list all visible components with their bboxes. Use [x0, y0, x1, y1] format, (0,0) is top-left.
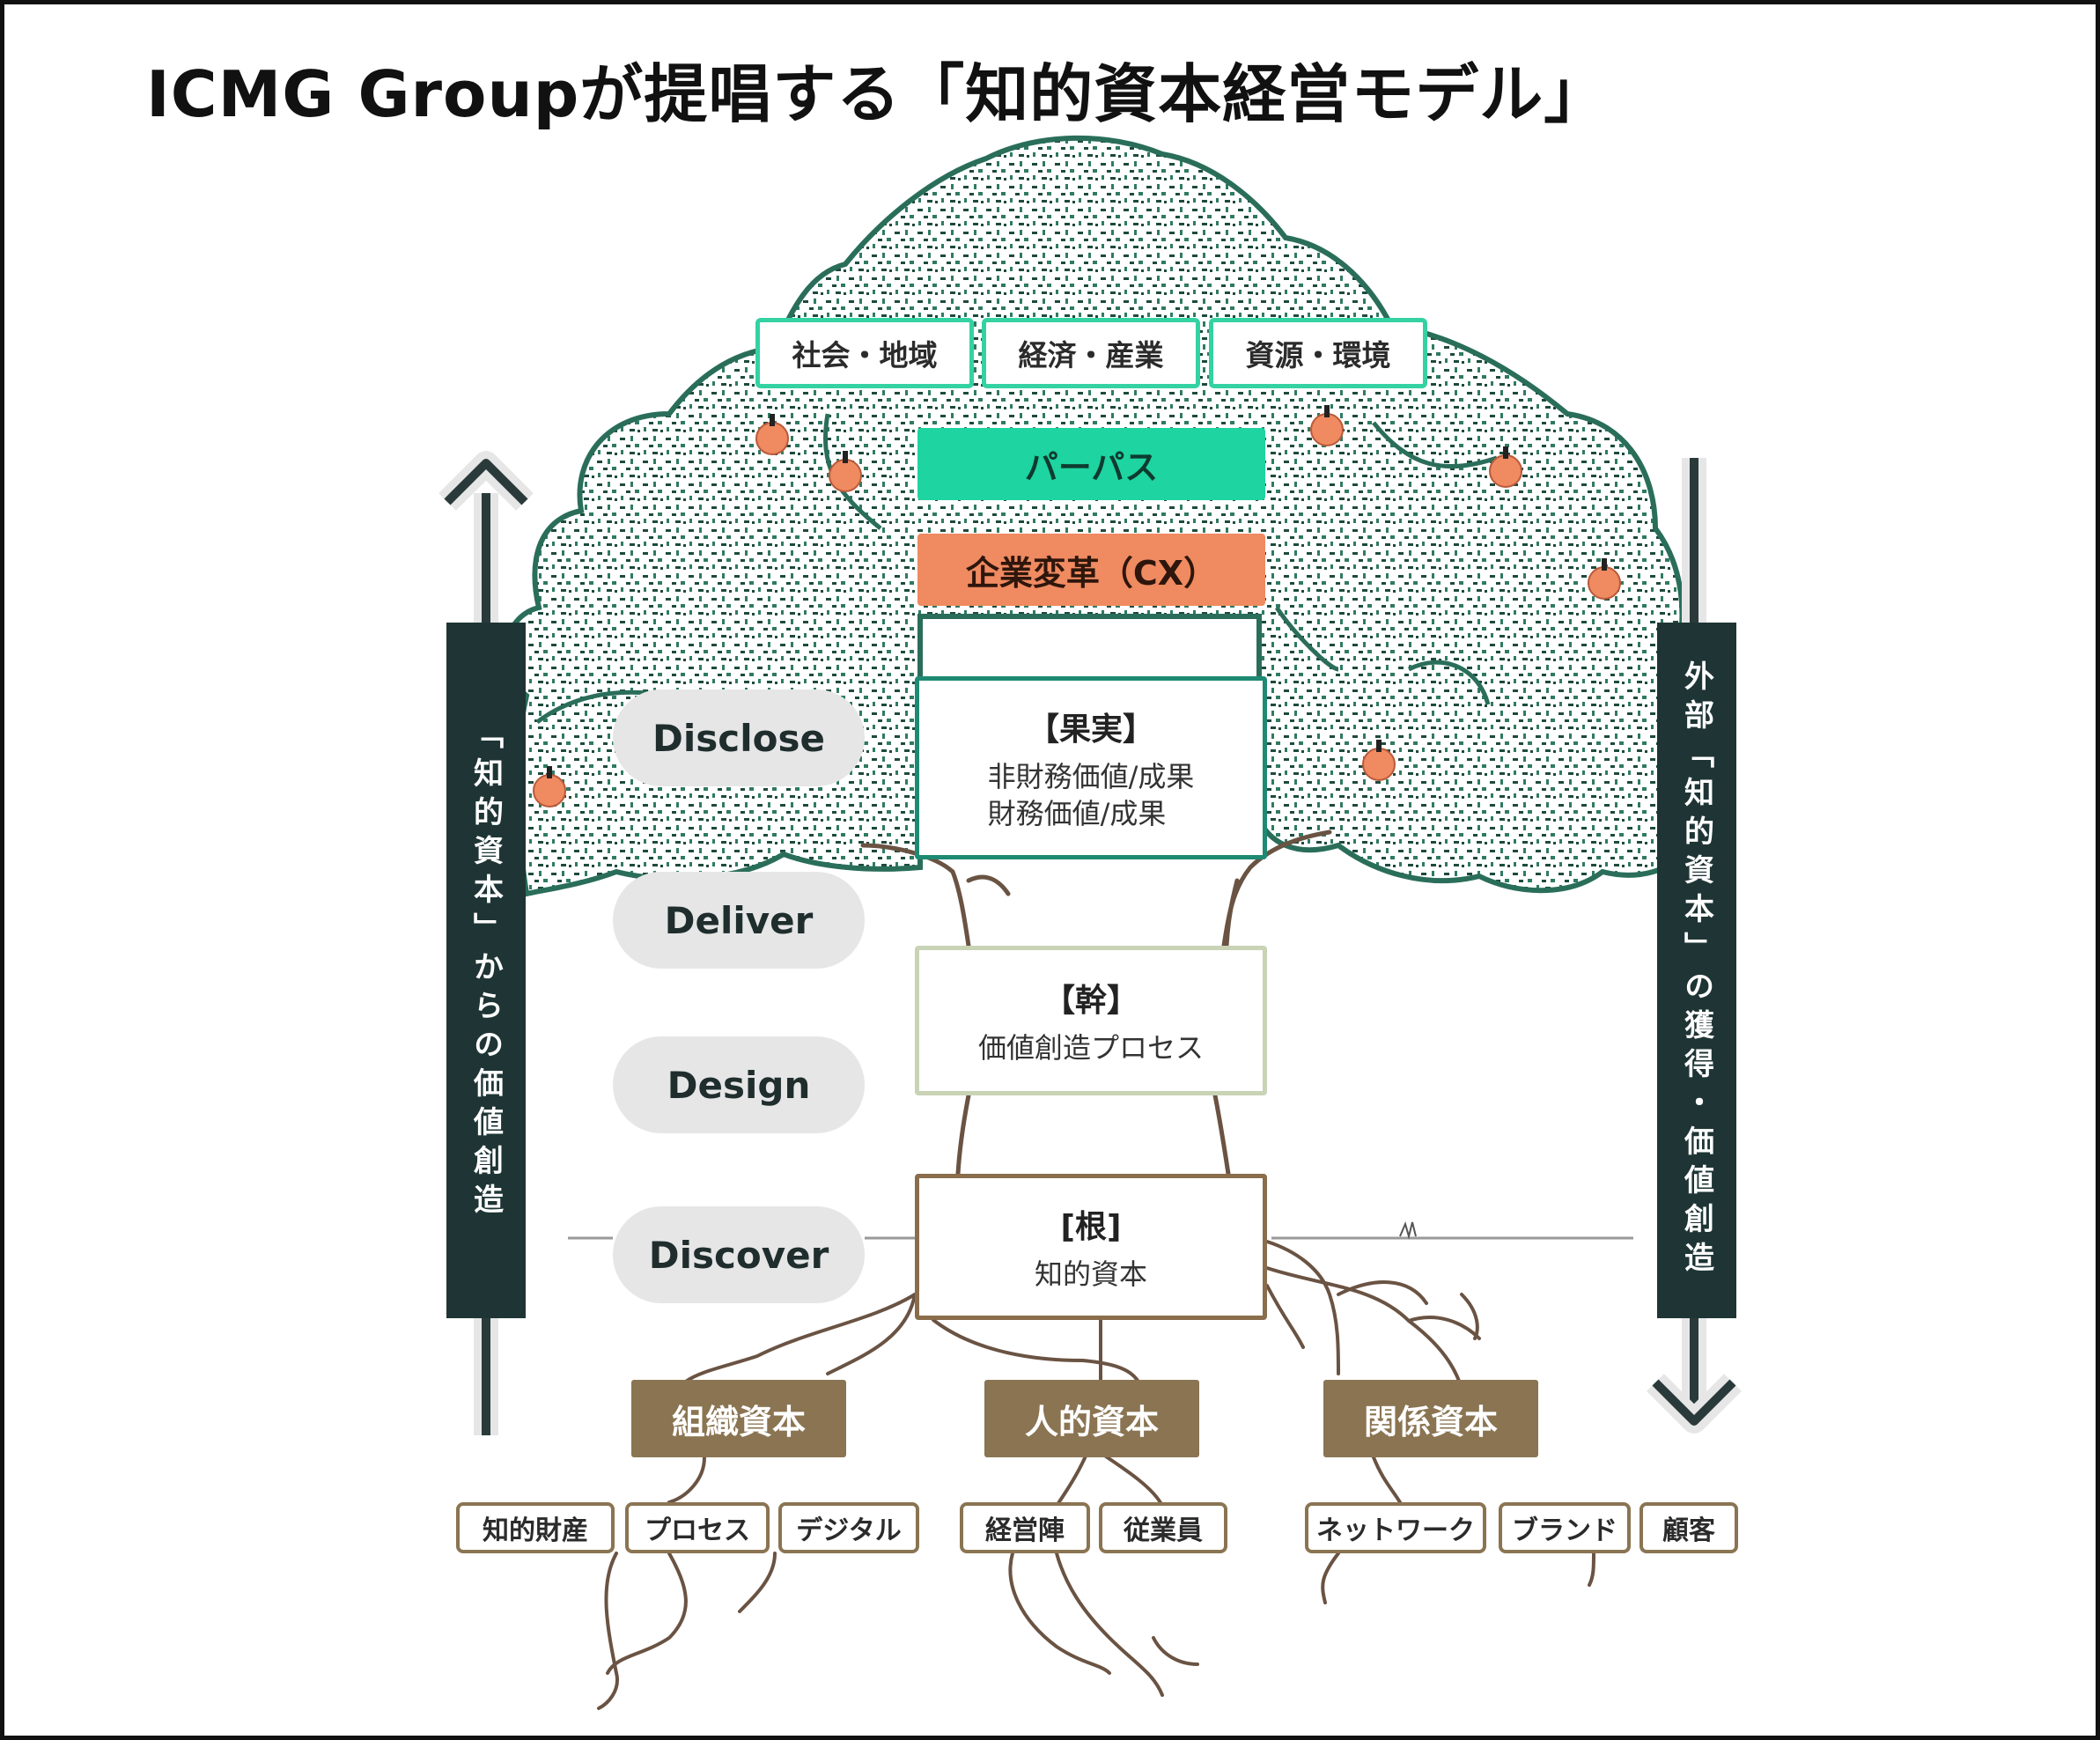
trunk-box: 【幹】 価値創造プロセス — [915, 946, 1267, 1095]
region-society: 社会・地域 — [755, 318, 974, 388]
region-economy: 経済・産業 — [982, 318, 1200, 388]
capital-human: 人的資本 — [984, 1380, 1199, 1457]
root-text: 知的資本 — [1034, 1257, 1147, 1291]
phase-discover: Discover — [613, 1206, 865, 1303]
page-title: ICMG Groupが提唱する「知的資本経営モデル」 — [146, 57, 1609, 131]
trunk-heading: 【幹】 — [1043, 983, 1138, 1019]
trunk-text: 価値創造プロセス — [977, 1031, 1204, 1065]
fruit-box: 【果実】 非財務価値/成果 財務価値/成果 — [915, 676, 1267, 859]
tree-trunk — [860, 829, 1332, 1176]
purpose-banner: パーパス — [917, 428, 1265, 500]
phase-disclose: Disclose — [613, 689, 865, 786]
tag-employees: 従業員 — [1099, 1502, 1227, 1553]
tag-brand: ブランド — [1499, 1502, 1631, 1553]
root-heading: [根] — [1060, 1209, 1122, 1245]
tag-digital: デジタル — [778, 1502, 919, 1553]
phase-design: Design — [613, 1036, 865, 1133]
root-box: [根] 知的資本 — [915, 1174, 1267, 1320]
capital-relational: 関係資本 — [1323, 1380, 1538, 1457]
tag-network: ネットワーク — [1305, 1502, 1486, 1553]
ground-line — [568, 1221, 1633, 1240]
capital-organizational: 組織資本 — [631, 1380, 846, 1457]
tag-customers: 顧客 — [1639, 1502, 1738, 1553]
fruit-heading: 【果実】 — [1027, 711, 1154, 748]
apple-icon — [533, 405, 1621, 807]
fruit-text: 非財務価値/成果 財務価値/成果 — [987, 760, 1195, 830]
tag-process: プロセス — [625, 1502, 770, 1553]
value-creation-bar: 「知的資本」からの価値創造 — [446, 623, 526, 1318]
tag-ip: 知的財産 — [456, 1502, 615, 1553]
transformation-banner: 企業変革（CX） — [917, 534, 1265, 606]
tag-management: 経営陣 — [960, 1502, 1090, 1553]
phase-deliver: Deliver — [613, 872, 865, 969]
external-capital-bar: 外部「知的資本」の獲得・価値創造 — [1657, 623, 1736, 1318]
region-resources: 資源・環境 — [1209, 318, 1427, 388]
